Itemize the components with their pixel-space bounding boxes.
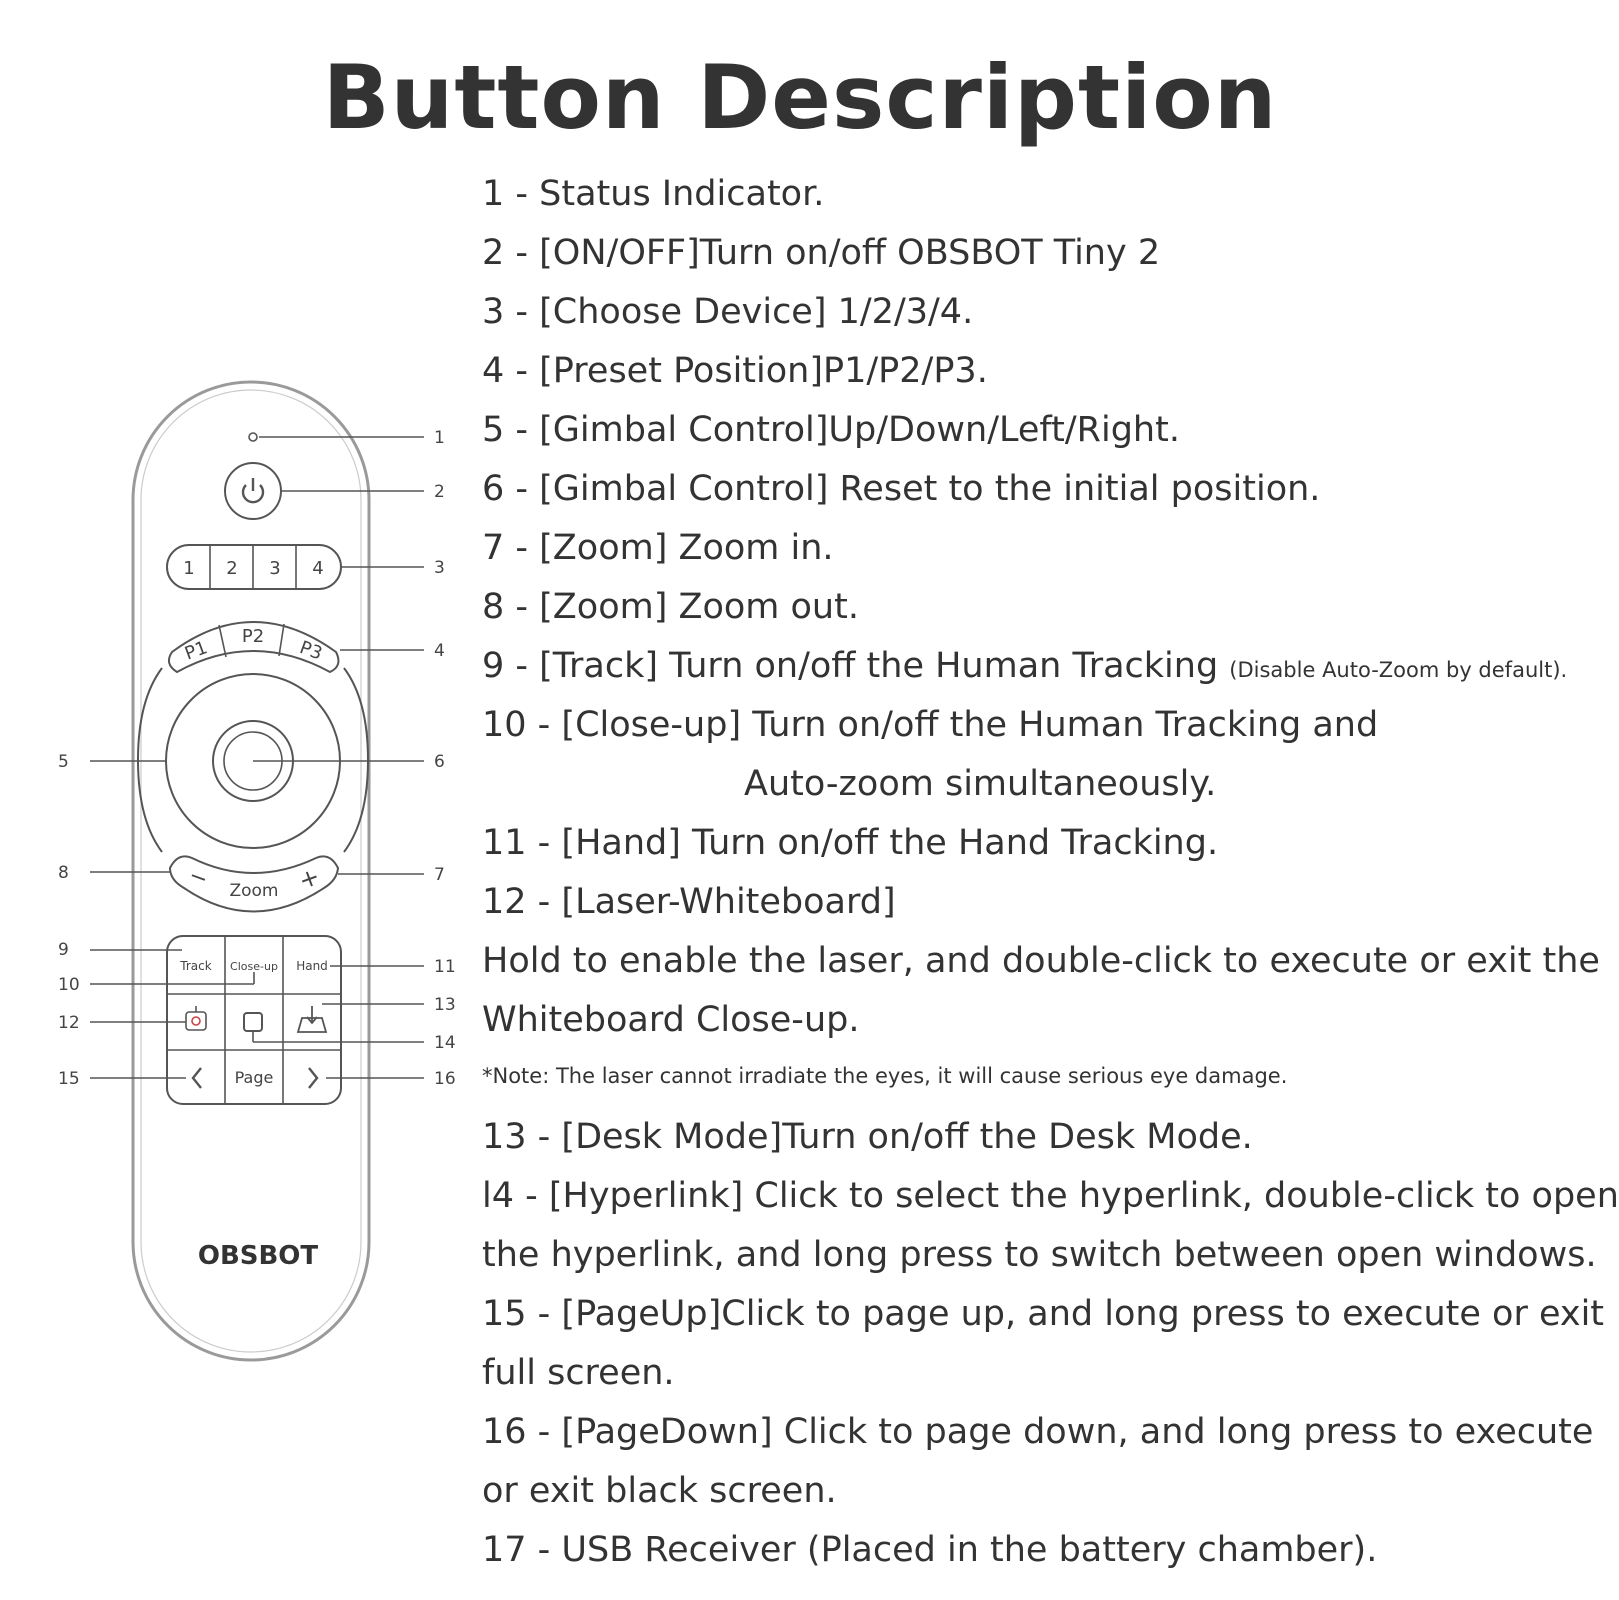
callout-4: 4 xyxy=(434,641,445,661)
desc-12-line-1: Hold to enable the laser, and double-cli… xyxy=(482,941,1600,981)
desc-7: 7 - [Zoom] Zoom in. xyxy=(482,528,834,568)
desc-3: 3 - [Choose Device] 1/2/3/4. xyxy=(482,292,974,332)
desc-9-note: (Disable Auto-Zoom by default). xyxy=(1229,658,1568,682)
desc-10-line-1: 10 - [Close-up] Turn on/off the Human Tr… xyxy=(482,705,1379,745)
hyperlink-icon xyxy=(243,1012,263,1032)
desc-5: 5 - [Gimbal Control]Up/Down/Left/Right. xyxy=(482,410,1180,450)
laser-note: *Note: The laser cannot irradiate the ey… xyxy=(482,1064,1288,1088)
callout-14: 14 xyxy=(434,1033,456,1053)
desc-12-line-2: Whiteboard Close-up. xyxy=(482,1000,860,1040)
desc-9: 9 - [Track] Turn on/off the Human Tracki… xyxy=(482,646,1567,690)
preset-button-p2[interactable]: P2 xyxy=(242,626,264,647)
laser-icon xyxy=(185,1011,207,1031)
callout-16: 16 xyxy=(434,1069,456,1089)
page-title: Button Description xyxy=(322,46,1278,149)
callout-13: 13 xyxy=(434,995,456,1015)
desc-15-line-2: full screen. xyxy=(482,1353,675,1393)
desc-14-line-2: the hyperlink, and long press to switch … xyxy=(482,1235,1597,1275)
callout-12: 12 xyxy=(58,1013,80,1033)
callout-10: 10 xyxy=(58,975,80,995)
desc-12: 12 - [Laser-Whiteboard] xyxy=(482,882,896,922)
desc-6: 6 - [Gimbal Control] Reset to the initia… xyxy=(482,469,1321,509)
page-label: Page xyxy=(235,1068,274,1087)
page-up-icon xyxy=(191,1067,202,1089)
device-button-1[interactable]: 1 xyxy=(183,558,194,579)
zoom-out-button[interactable]: − xyxy=(185,863,211,893)
callout-15: 15 xyxy=(58,1069,80,1089)
page-down-icon xyxy=(308,1067,319,1089)
callout-1: 1 xyxy=(434,428,445,448)
brand-logo: OBSBOT xyxy=(198,1241,319,1271)
desc-16-line-1: 16 - [PageDown] Click to page down, and … xyxy=(482,1412,1594,1452)
callout-2: 2 xyxy=(434,482,445,502)
zoom-buttons[interactable] xyxy=(168,855,340,913)
desc-8: 8 - [Zoom] Zoom out. xyxy=(482,587,859,627)
preset-buttons[interactable] xyxy=(167,621,340,674)
desc-13: 13 - [Desk Mode]Turn on/off the Desk Mod… xyxy=(482,1117,1253,1157)
callout-9: 9 xyxy=(58,940,69,960)
desc-17: 17 - USB Receiver (Placed in the battery… xyxy=(482,1530,1378,1570)
desc-14-line-1: l4 - [Hyperlink] Click to select the hyp… xyxy=(482,1176,1619,1216)
function-grid xyxy=(166,935,342,1105)
power-icon xyxy=(241,484,265,504)
device-button-3[interactable]: 3 xyxy=(269,558,280,579)
callout-3: 3 xyxy=(434,558,445,578)
zoom-label: Zoom xyxy=(229,881,278,901)
desc-16-line-2: or exit black screen. xyxy=(482,1471,837,1511)
callout-11: 11 xyxy=(434,957,456,977)
desc-4: 4 - [Preset Position]P1/P2/P3. xyxy=(482,351,988,391)
callout-6: 6 xyxy=(434,752,445,772)
desc-15-line-1: 15 - [PageUp]Click to page up, and long … xyxy=(482,1294,1605,1334)
desc-9-text: 9 - [Track] Turn on/off the Human Tracki… xyxy=(482,646,1230,686)
callout-5: 5 xyxy=(58,752,69,772)
track-button[interactable]: Track xyxy=(179,959,211,973)
remote-diagram: 1 2 3 4 P1 P2 P3 Zoom − + Track Close-up… xyxy=(58,380,456,1362)
device-button-4[interactable]: 4 xyxy=(312,558,323,579)
remote-body xyxy=(131,380,371,1362)
device-button-2[interactable]: 2 xyxy=(226,558,237,579)
hand-button[interactable]: Hand xyxy=(296,959,328,973)
desc-2: 2 - [ON/OFF]Turn on/off OBSBOT Tiny 2 xyxy=(482,233,1161,273)
desk-mode-icon xyxy=(296,1017,328,1033)
desc-10-line-2: Auto-zoom simultaneously. xyxy=(744,764,1217,804)
callout-7: 7 xyxy=(434,865,445,885)
desc-11: 11 - [Hand] Turn on/off the Hand Trackin… xyxy=(482,823,1219,863)
callout-8: 8 xyxy=(58,863,69,883)
status-indicator xyxy=(248,432,258,442)
desc-1: 1 - Status Indicator. xyxy=(482,174,825,214)
closeup-button[interactable]: Close-up xyxy=(230,960,278,973)
